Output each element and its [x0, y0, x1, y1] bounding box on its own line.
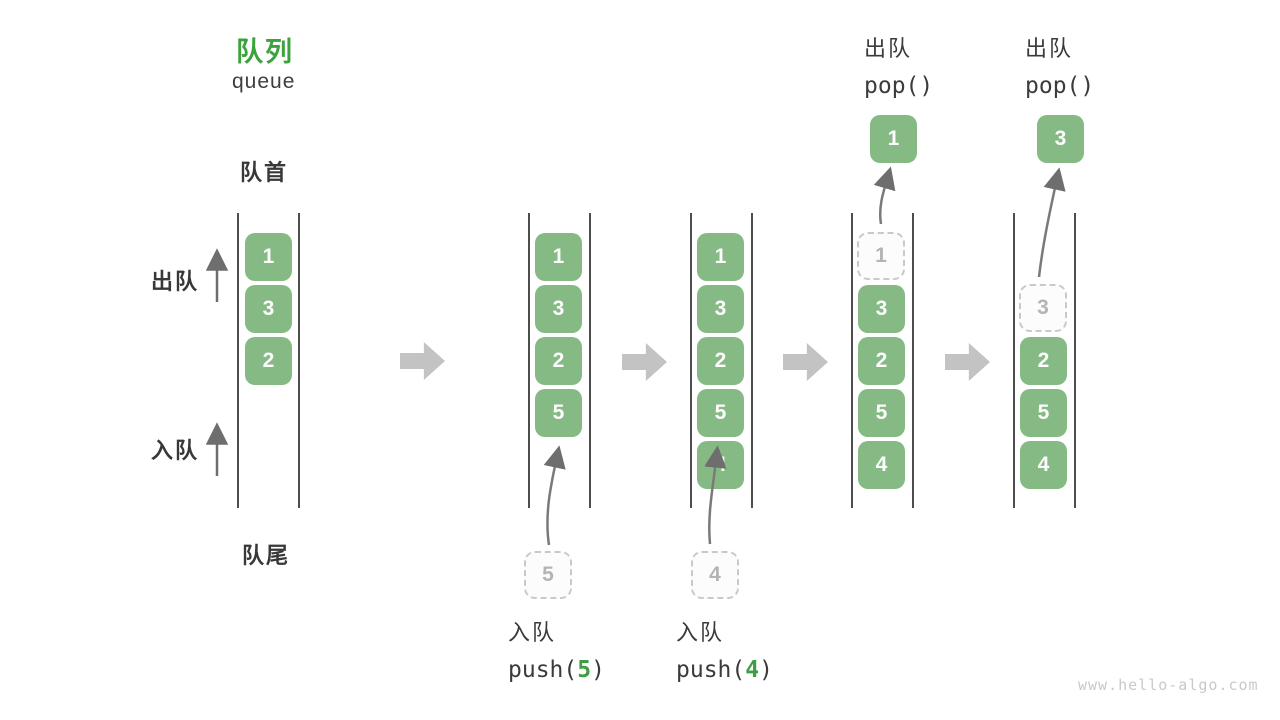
label-queue-rear: 队尾	[242, 543, 291, 568]
op-name: 入队	[508, 620, 557, 645]
op-arg: 4	[745, 657, 760, 683]
queue-item: 3	[535, 285, 582, 333]
queue-wall-right-2	[589, 213, 591, 508]
watermark: www.hello-algo.com	[1078, 676, 1259, 694]
op-fn: push(	[508, 657, 578, 683]
dequeue-item-arrow-icon	[1037, 167, 1066, 278]
label-enqueue: 入队	[151, 438, 200, 463]
queue-item: 5	[1020, 389, 1067, 437]
transition-arrow-icon	[622, 343, 667, 381]
queue-item: 1	[697, 233, 744, 281]
enqueue-item-arrow-icon	[543, 445, 566, 546]
transition-arrow-icon	[783, 343, 828, 381]
op-code: pop()	[1025, 73, 1095, 99]
incoming-item-ghost: 4	[691, 551, 739, 599]
label-dequeue: 出队	[151, 269, 200, 294]
op-name: 出队	[864, 36, 913, 61]
queue-item: 3	[858, 285, 905, 333]
dequeue-item-arrow-icon	[873, 166, 896, 225]
queue-wall-left-2	[528, 213, 530, 508]
popped-item: 3	[1037, 115, 1084, 163]
queue-item: 2	[1020, 337, 1067, 385]
incoming-item-ghost: 5	[524, 551, 572, 599]
op-code: push(4)	[676, 657, 773, 683]
queue-wall-left-1	[237, 213, 239, 508]
removed-item-ghost: 1	[857, 232, 905, 280]
queue-item: 1	[245, 233, 292, 281]
op-close: )	[759, 657, 773, 683]
label-queue-front: 队首	[240, 160, 289, 185]
op-code: push(5)	[508, 657, 605, 683]
queue-item: 2	[697, 337, 744, 385]
page-title: 队列	[236, 37, 294, 67]
op-label-pop-3: 出队 pop()	[1025, 31, 1094, 99]
queue-item: 4	[1020, 441, 1067, 489]
queue-wall-left-4	[851, 213, 853, 508]
op-close: )	[591, 657, 605, 683]
op-code: pop()	[864, 73, 934, 99]
queue-item: 5	[535, 389, 582, 437]
op-label-push-5: 入队 push(5)	[508, 615, 605, 683]
queue-item: 5	[858, 389, 905, 437]
queue-wall-right-5	[1074, 213, 1076, 508]
popped-item: 1	[870, 115, 917, 163]
queue-item: 2	[245, 337, 292, 385]
queue-wall-right-3	[751, 213, 753, 508]
queue-item: 2	[858, 337, 905, 385]
queue-wall-right-1	[298, 213, 300, 508]
queue-item: 4	[858, 441, 905, 489]
page-subtitle: queue	[232, 70, 296, 93]
queue-wall-left-3	[690, 213, 692, 508]
queue-item: 2	[535, 337, 582, 385]
removed-item-ghost: 3	[1019, 284, 1067, 332]
op-name: 出队	[1025, 36, 1074, 61]
transition-arrow-icon	[400, 342, 445, 380]
op-label-push-4: 入队 push(4)	[676, 615, 773, 683]
queue-item: 5	[697, 389, 744, 437]
queue-item: 3	[697, 285, 744, 333]
queue-item: 3	[245, 285, 292, 333]
queue-item: 4	[697, 441, 744, 489]
queue-wall-left-5	[1013, 213, 1015, 508]
op-name: 入队	[676, 620, 725, 645]
op-fn: push(	[676, 657, 746, 683]
op-label-pop-1: 出队 pop()	[864, 31, 933, 99]
op-arg: 5	[577, 657, 592, 683]
queue-item: 1	[535, 233, 582, 281]
queue-wall-right-4	[912, 213, 914, 508]
transition-arrow-icon	[945, 343, 990, 381]
